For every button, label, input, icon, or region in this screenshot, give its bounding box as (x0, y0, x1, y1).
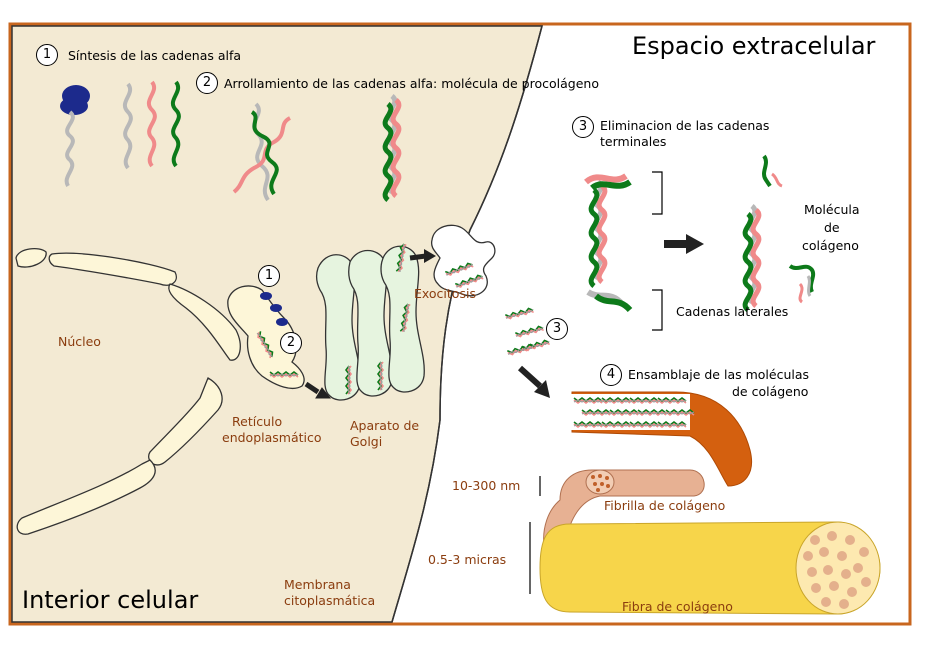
ribosome-markers (260, 292, 288, 326)
fibril-label: Fibrilla de colágeno (604, 498, 726, 513)
flow-arrows (304, 234, 704, 399)
step-4-label-line2: de colágeno (732, 384, 809, 399)
fibril-tan (543, 469, 705, 547)
step-4-badge: 4 (600, 364, 622, 386)
step-3-label-line2: terminales (600, 134, 667, 149)
collagen-molecule-line3: colágeno (802, 238, 859, 253)
collagen-molecule-line2: de (824, 220, 840, 235)
step-1-label: Síntesis de las cadenas alfa (68, 48, 242, 63)
membrane-label-line1: Membrana (284, 577, 351, 592)
step-1-badge: 1 (36, 44, 58, 66)
cell-membrane (391, 25, 543, 623)
step-4-label-line1: Ensamblaje de las moléculas (628, 367, 810, 382)
er-marker-2: 2 (280, 332, 302, 354)
nucleus-label: Núcleo (58, 334, 101, 349)
golgi-label-line1: Aparato de (350, 418, 420, 433)
golgi-label-line2: Golgi (350, 434, 383, 449)
fibril-size-label: 10-300 nm (452, 478, 521, 493)
er-label-line2: endoplasmático (222, 430, 322, 445)
fiber-cross-section (795, 521, 881, 615)
bracket-bottom (652, 289, 663, 331)
step-2-label: Arrollamiento de las cadenas alfa: moléc… (224, 76, 599, 91)
golgi-apparatus (316, 245, 425, 401)
membrane-label-line2: citoplasmática (284, 593, 376, 608)
intracellular-title: Interior celular (22, 586, 199, 614)
collagen-molecule-line1: Molécula (804, 202, 860, 217)
er-marker-1: 1 (258, 265, 280, 287)
fiber-label: Fibra de colágeno (622, 599, 733, 614)
side-chains-label: Cadenas laterales (676, 304, 789, 319)
extracellular-space-title: Espacio extracelular (632, 32, 876, 60)
step-3-badge: 3 (572, 116, 594, 138)
fiber-size-label: 0.5-3 micras (428, 552, 507, 567)
extracellular-marker-3: 3 (546, 318, 568, 340)
step-3-label-line1: Eliminacion de las cadenas (600, 118, 770, 133)
er-label-line1: Retículo (232, 414, 283, 429)
bracket-top (652, 171, 663, 215)
step-2-badge: 2 (196, 72, 218, 94)
endoplasmic-reticulum (227, 285, 305, 390)
exocytosis-label: Exocitosis (414, 286, 476, 301)
nuclear-envelope (15, 247, 241, 535)
